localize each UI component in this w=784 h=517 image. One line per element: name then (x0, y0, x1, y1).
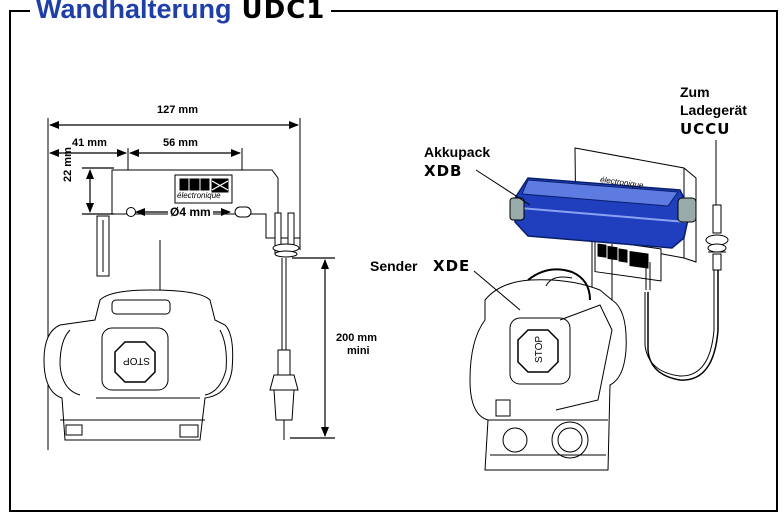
dim-min-suffix: mini (347, 345, 370, 357)
dim-hole-diameter: Ø4 mm (168, 205, 213, 219)
stop-label-right: STOP (534, 335, 546, 364)
jay-logo-icon (179, 178, 229, 193)
charger-prefix-2: Ladegerät (680, 102, 747, 118)
stop-button-icon-right (517, 329, 559, 373)
right-perspective-drawing (469, 140, 729, 471)
sender-code: XDE (433, 257, 471, 275)
charger-code: UCCU (680, 120, 731, 138)
dim-min-length: 200 mm (336, 332, 377, 344)
outer-frame (9, 10, 778, 512)
dim-left-offset: 41 mm (72, 137, 107, 149)
model-code: UDC1 (241, 0, 326, 25)
stop-button-icon (114, 341, 156, 383)
sender-name: Sender (370, 258, 418, 274)
dimension-lines (49, 121, 335, 439)
battery-pack (509, 177, 697, 249)
stop-label-left: STOP (123, 355, 151, 366)
battery-leader-line (475, 169, 531, 206)
page-title: Wandhalterung (36, 0, 232, 24)
left-technical-drawing (43, 118, 301, 450)
dim-height: 22 mm (62, 147, 74, 182)
title-bar: Wandhalterung UDC1 (30, 0, 332, 25)
battery-code: XDB (424, 162, 463, 180)
sender-leader-line (473, 270, 521, 311)
charger-prefix-1: Zum (680, 84, 710, 100)
charger-plug-icon (705, 140, 729, 271)
battery-name: Akkupack (424, 144, 491, 160)
brand-sub-left: électronique (177, 191, 221, 200)
dim-hole-spacing: 56 mm (163, 137, 198, 149)
dim-total-width: 127 mm (157, 104, 198, 116)
